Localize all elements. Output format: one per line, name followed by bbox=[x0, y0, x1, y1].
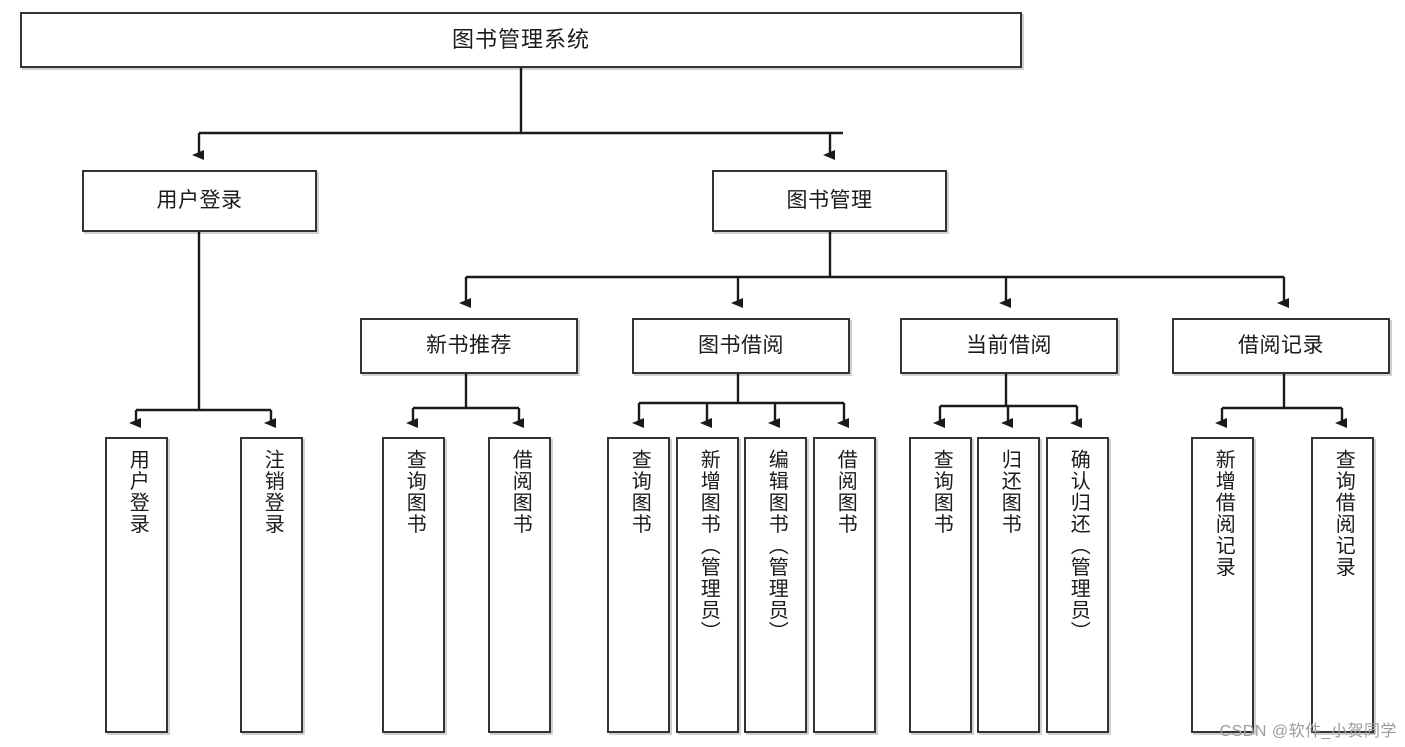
node-leaf-borrow-add-label: 新增图书（管理员） bbox=[697, 449, 720, 643]
node-leaf-record-query-label: 查询借阅记录 bbox=[1332, 449, 1355, 578]
node-user-login[interactable]: 用户登录 bbox=[82, 170, 317, 232]
node-new-book-rec[interactable]: 新书推荐 bbox=[360, 318, 578, 374]
node-leaf-rec-query-label: 查询图书 bbox=[403, 449, 426, 535]
node-current-borrow[interactable]: 当前借阅 bbox=[900, 318, 1118, 374]
node-leaf-current-query[interactable]: 查询图书 bbox=[909, 437, 972, 733]
node-leaf-borrow-edit-label: 编辑图书（管理员） bbox=[765, 449, 788, 643]
node-leaf-record-add[interactable]: 新增借阅记录 bbox=[1191, 437, 1254, 733]
node-leaf-record-query[interactable]: 查询借阅记录 bbox=[1311, 437, 1374, 733]
node-leaf-borrow-query[interactable]: 查询图书 bbox=[607, 437, 670, 733]
node-leaf-borrow-edit[interactable]: 编辑图书（管理员） bbox=[744, 437, 807, 733]
node-root[interactable]: 图书管理系统 bbox=[20, 12, 1022, 68]
node-leaf-current-query-label: 查询图书 bbox=[930, 449, 953, 535]
node-book-manage[interactable]: 图书管理 bbox=[712, 170, 947, 232]
node-leaf-user-logout-label: 注销登录 bbox=[261, 449, 284, 535]
node-leaf-record-add-label: 新增借阅记录 bbox=[1212, 449, 1235, 578]
node-leaf-current-return-label: 归还图书 bbox=[998, 449, 1021, 535]
node-user-login-label: 用户登录 bbox=[156, 188, 243, 212]
node-leaf-current-confirm[interactable]: 确认归还（管理员） bbox=[1046, 437, 1109, 733]
node-leaf-borrow-do[interactable]: 借阅图书 bbox=[813, 437, 876, 733]
node-leaf-user-login-label: 用户登录 bbox=[126, 449, 149, 535]
node-root-label: 图书管理系统 bbox=[451, 27, 590, 53]
node-book-borrow-label: 图书借阅 bbox=[698, 333, 784, 357]
node-leaf-current-confirm-label: 确认归还（管理员） bbox=[1067, 449, 1090, 643]
node-leaf-user-login[interactable]: 用户登录 bbox=[105, 437, 168, 733]
node-leaf-current-return[interactable]: 归还图书 bbox=[977, 437, 1040, 733]
node-borrow-record[interactable]: 借阅记录 bbox=[1172, 318, 1390, 374]
node-leaf-borrow-add[interactable]: 新增图书（管理员） bbox=[676, 437, 739, 733]
node-leaf-rec-query[interactable]: 查询图书 bbox=[382, 437, 445, 733]
node-book-borrow[interactable]: 图书借阅 bbox=[632, 318, 850, 374]
watermark-text: CSDN @软件_小贺同学 bbox=[1219, 723, 1397, 740]
node-leaf-borrow-do-label: 借阅图书 bbox=[834, 449, 857, 535]
node-new-book-rec-label: 新书推荐 bbox=[426, 333, 512, 357]
node-leaf-rec-borrow[interactable]: 借阅图书 bbox=[488, 437, 551, 733]
node-leaf-borrow-query-label: 查询图书 bbox=[628, 449, 651, 535]
node-leaf-user-logout[interactable]: 注销登录 bbox=[240, 437, 303, 733]
node-leaf-rec-borrow-label: 借阅图书 bbox=[509, 449, 532, 535]
node-book-manage-label: 图书管理 bbox=[786, 188, 873, 212]
node-borrow-record-label: 借阅记录 bbox=[1238, 333, 1324, 357]
node-current-borrow-label: 当前借阅 bbox=[966, 333, 1052, 357]
